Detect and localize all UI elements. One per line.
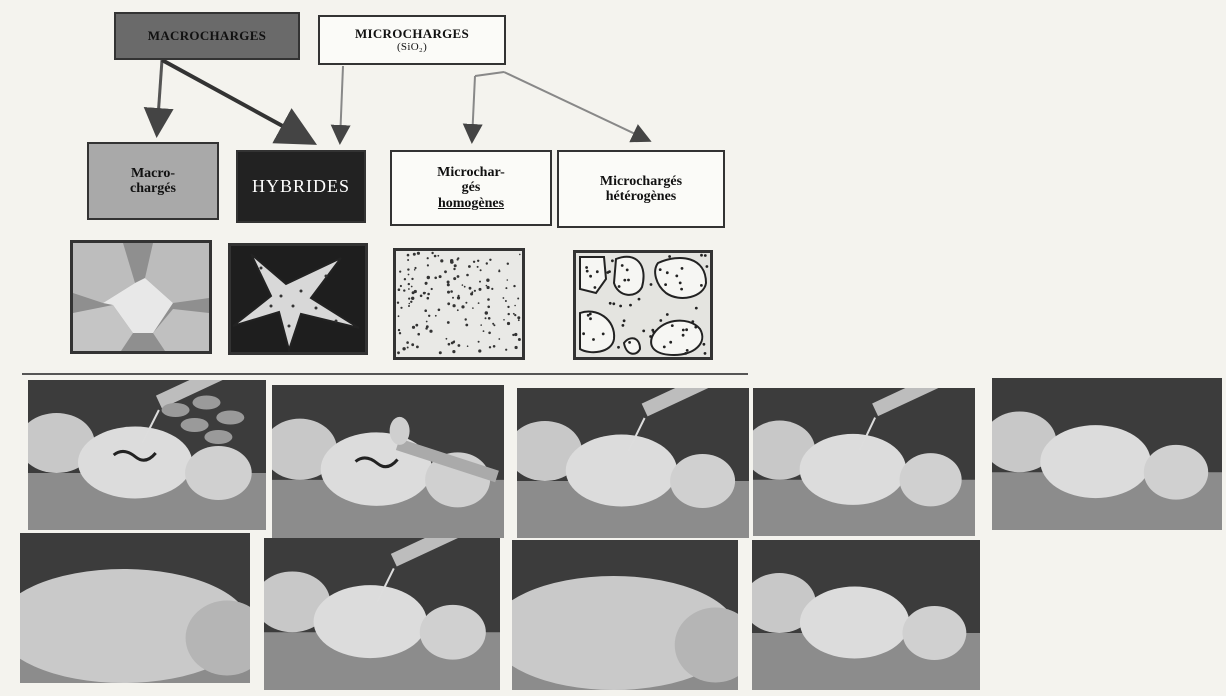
- procedure-photo-9: [752, 540, 980, 690]
- arrow-micro-to-heterogenes: [504, 72, 648, 140]
- macrocharges-structure-illustration: [70, 240, 212, 354]
- procedure-photo-2: [272, 385, 504, 538]
- homo-line1: Microchar-: [437, 165, 505, 180]
- macrocharges-category: MACROCHARGES: [114, 12, 300, 60]
- arrow-macro-to-macrocharges: [157, 60, 162, 132]
- procedure-photo-4: [753, 388, 975, 536]
- arrow-micro-to-hybrides: [340, 66, 343, 141]
- procedure-photo-7: [264, 538, 500, 690]
- hybrides-label: HYBRIDES: [252, 177, 350, 197]
- procedure-photo-5: [992, 378, 1222, 530]
- procedure-photo-8: [512, 540, 738, 690]
- microcharges-heterogenes-box: Microchargés hétérogènes: [557, 150, 725, 228]
- microcharges-label: MICROCHARGES: [355, 27, 469, 41]
- procedure-photo-6: [20, 533, 250, 683]
- section-divider: [22, 373, 748, 375]
- hete-line2: hétérogènes: [606, 189, 677, 204]
- macro-type-line2: chargés: [130, 181, 176, 196]
- hybrides-type-box: HYBRIDES: [236, 150, 366, 223]
- homogenes-structure-illustration: [393, 248, 525, 360]
- heterogenes-structure-illustration: [573, 250, 713, 360]
- procedure-photo-1: [28, 380, 266, 530]
- hete-line1: Microchargés: [600, 174, 682, 189]
- macrocharges-label: MACROCHARGES: [148, 29, 266, 43]
- procedure-photo-3: [517, 388, 749, 538]
- macrocharges-type-box: Macro- chargés: [87, 142, 219, 220]
- homo-line2: gés: [462, 180, 481, 195]
- hybrides-structure-illustration: [228, 243, 368, 355]
- microcharges-sio2-label: (SiO₂): [397, 41, 427, 53]
- microcharges-category: MICROCHARGES (SiO₂): [318, 15, 506, 65]
- microcharges-homogenes-box: Microchar- gés homogènes: [390, 150, 552, 226]
- macro-type-line1: Macro-: [131, 166, 175, 181]
- homo-line3: homogènes: [438, 196, 504, 211]
- arrow-micro-to-homogenes: [472, 72, 504, 140]
- arrow-macro-to-hybrides: [162, 60, 310, 141]
